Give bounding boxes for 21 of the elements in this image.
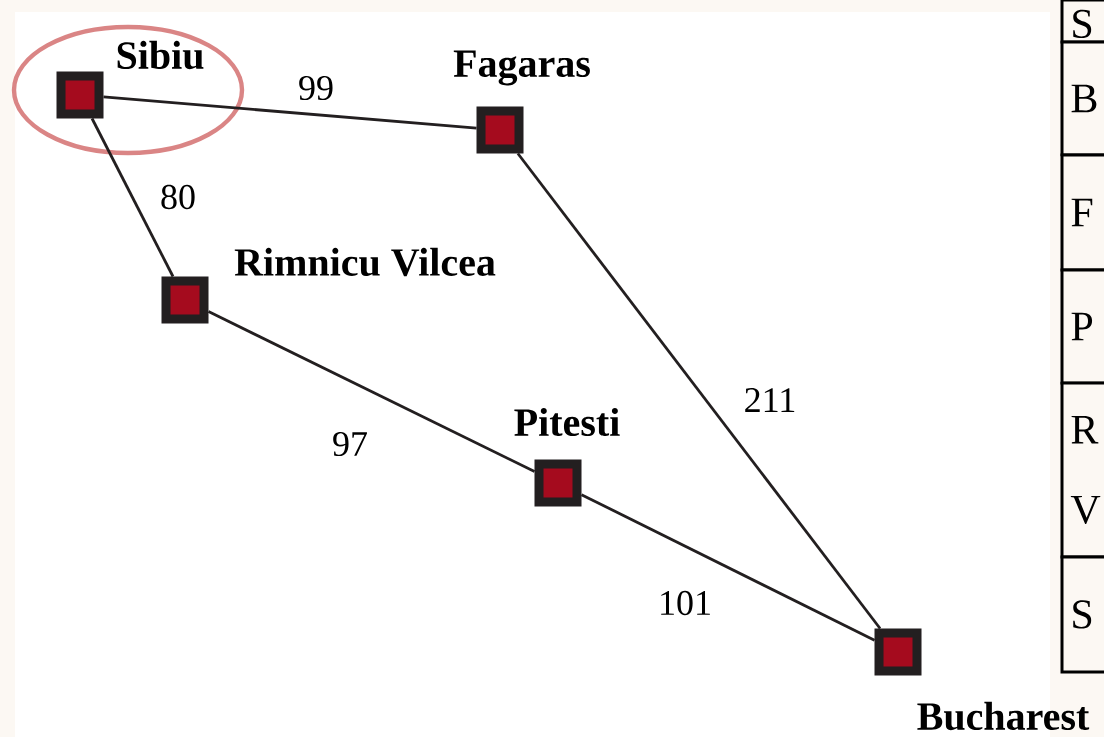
city-label: Bucharest — [917, 701, 1090, 731]
road-line — [516, 152, 882, 630]
table-cell: R V — [1060, 381, 1104, 559]
edge-label: 101 — [661, 590, 710, 616]
road-line — [207, 310, 536, 473]
city-label: Fagaras — [453, 50, 590, 86]
road-line — [580, 493, 876, 642]
road-line — [90, 117, 175, 278]
table-cell: B — [1060, 40, 1104, 157]
table-cell: S — [1060, 555, 1104, 674]
edge-label: 211 — [745, 388, 795, 412]
table-cell: P — [1060, 268, 1104, 385]
edge-label: 99 — [299, 75, 333, 101]
edge-label: 97 — [333, 431, 367, 457]
table-cell: S — [1060, 0, 1104, 44]
edge-label: 80 — [161, 184, 195, 210]
table-cell: F — [1060, 153, 1104, 272]
city-label: Rimnicu Vilcea — [234, 247, 496, 277]
city-label: Sibiu — [117, 40, 204, 70]
road-line — [103, 95, 477, 130]
city-label: Pitesti — [514, 407, 620, 437]
